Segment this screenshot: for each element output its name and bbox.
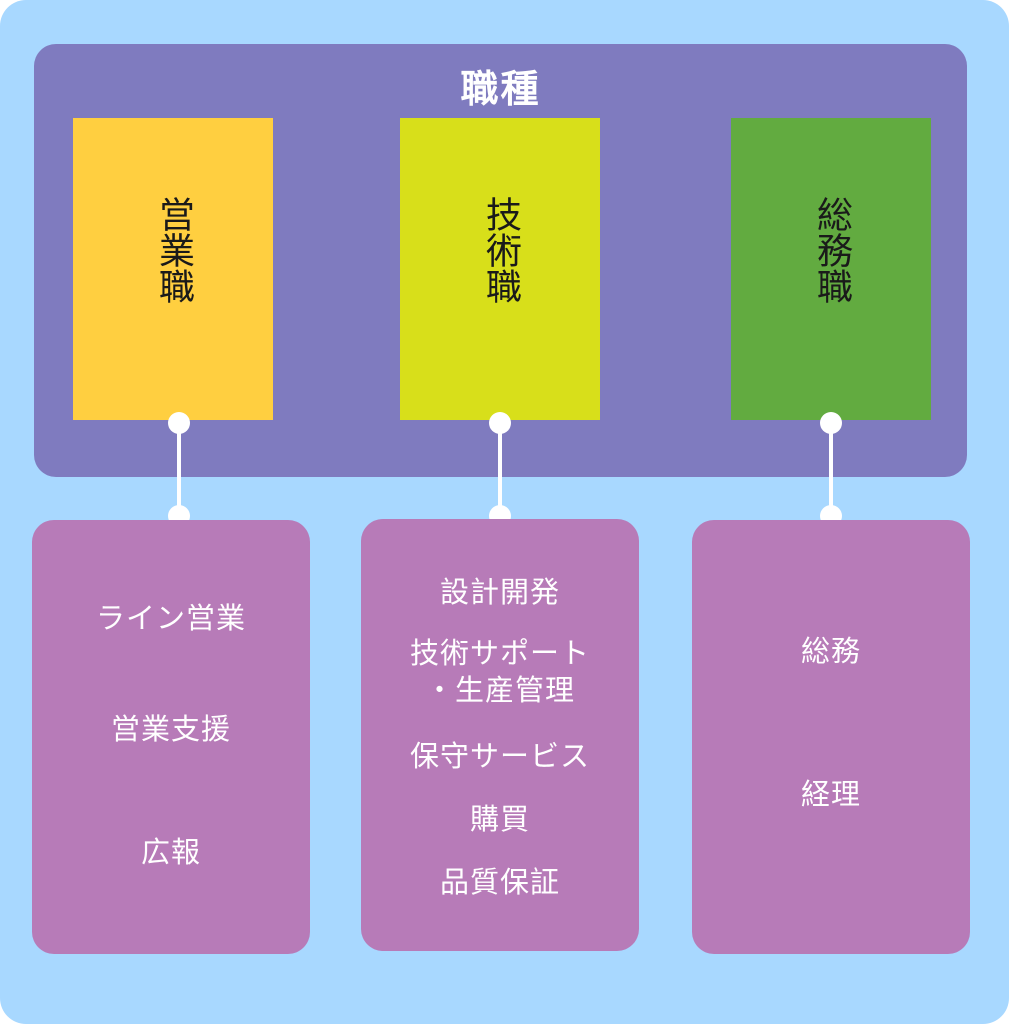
roles-box-tech: 設計開発 技術サポート ・生産管理 保守サービス 購買 品質保証	[361, 519, 639, 951]
connector-dot-ga-top	[820, 412, 842, 434]
connector-dot-tech-top	[489, 412, 511, 434]
role-item: 営業支援	[110, 712, 231, 746]
category-sales-label: 営業職	[153, 196, 194, 304]
category-tech-label: 技術職	[480, 196, 521, 304]
role-item: 広報	[140, 835, 201, 869]
role-item: 品質保証	[439, 865, 560, 899]
role-item: ライン営業	[95, 601, 246, 635]
role-item: 経理	[800, 777, 861, 811]
roles-box-sales: ライン営業 営業支援 広報	[32, 520, 310, 954]
connector-line-sales	[177, 424, 181, 516]
role-item: 設計開発	[439, 575, 560, 609]
connector-line-tech	[498, 424, 502, 516]
role-item: 購買	[469, 802, 530, 836]
role-item: 技術サポート	[409, 636, 590, 670]
connector-line-ga	[829, 424, 833, 516]
category-tech: 技術職	[400, 118, 600, 420]
category-general-affairs: 総務職	[731, 118, 931, 420]
panel-title: 職種	[460, 67, 541, 111]
category-sales: 営業職	[73, 118, 273, 420]
role-item: 総務	[800, 634, 861, 668]
role-item: 保守サービス	[409, 739, 590, 773]
roles-box-general-affairs: 総務 経理	[692, 520, 970, 954]
category-general-affairs-label: 総務職	[811, 196, 852, 304]
role-item: ・生産管理	[424, 673, 575, 707]
connector-dot-sales-top	[168, 412, 190, 434]
